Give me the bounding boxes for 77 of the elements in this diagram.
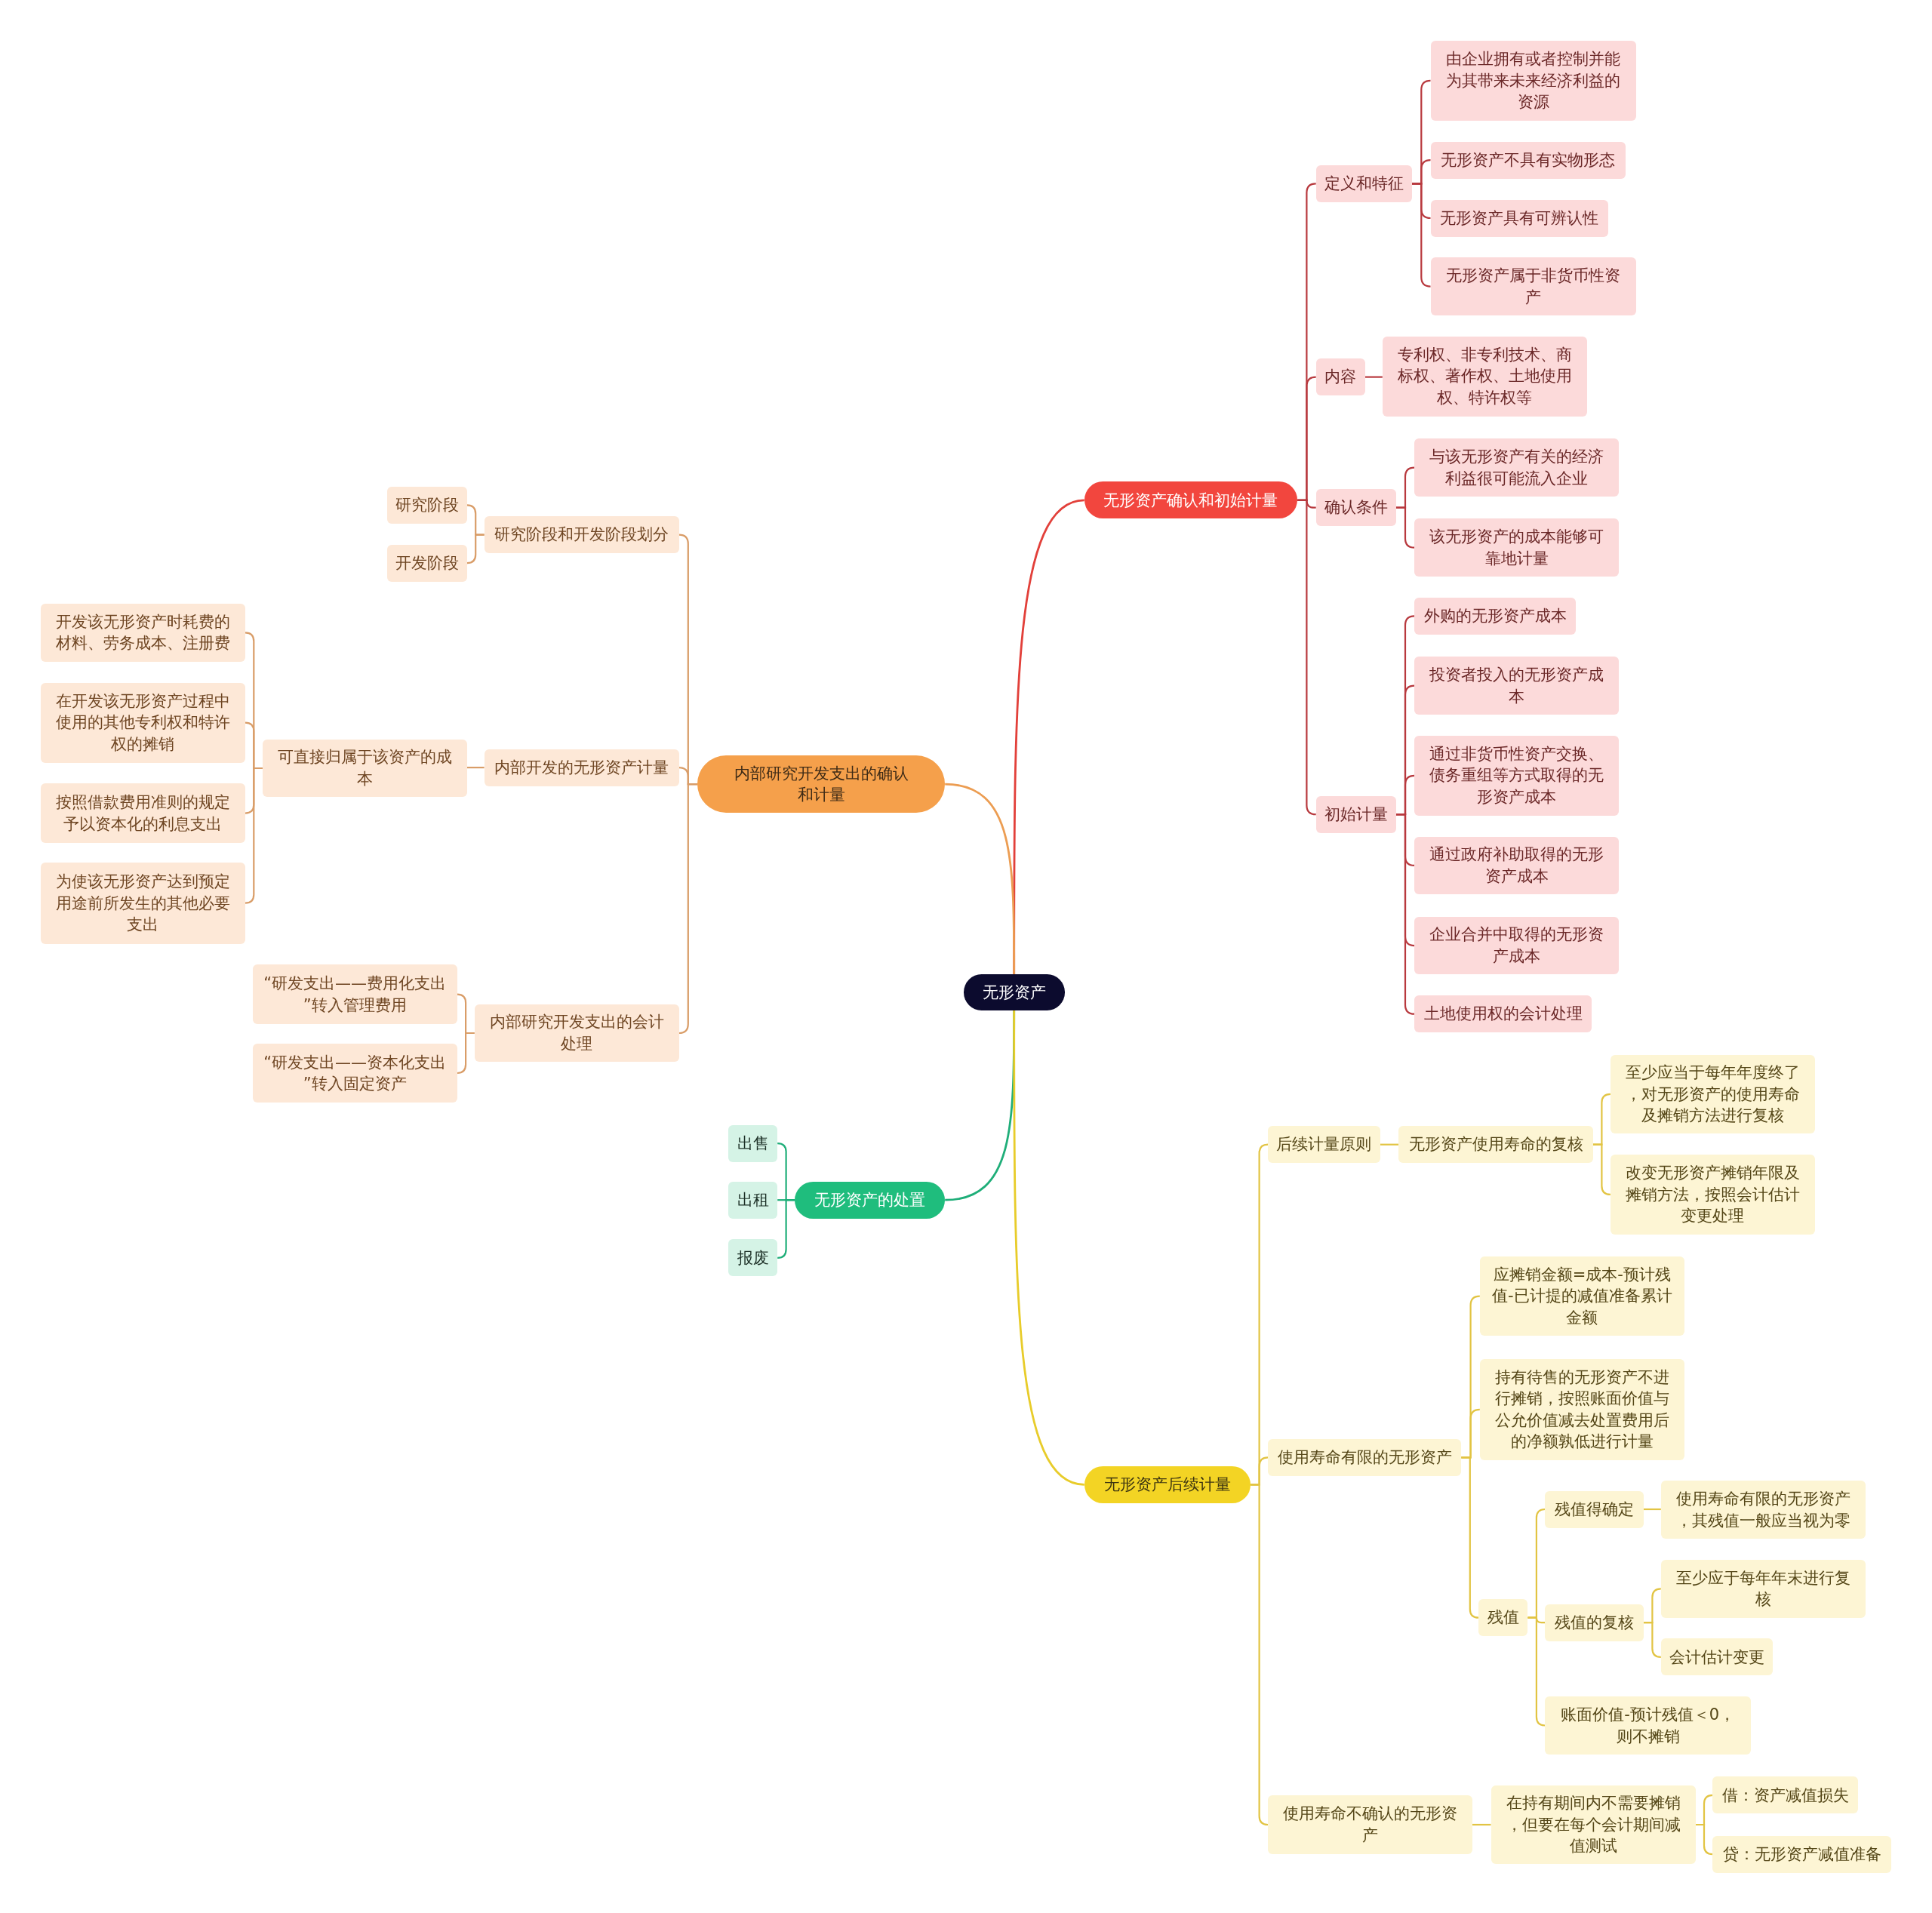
- connector-line: [1013, 1010, 1085, 1486]
- subtopic-box: 定义和特征: [1315, 165, 1412, 202]
- subtopic-box: 残值的复核: [1545, 1604, 1644, 1641]
- connector-line: [777, 1199, 795, 1259]
- subtopic-box: “研发支出——费用化支出”转入管理费用: [252, 964, 457, 1024]
- subtopic-box: 通过政府补助取得的无形资产成本: [1414, 836, 1620, 895]
- subtopic-box: 账面价值-预计残值＜0，则不摊销: [1545, 1696, 1751, 1755]
- subtopic-box: 无形资产使用寿命的复核: [1398, 1126, 1594, 1164]
- subtopic-box: 贷：无形资产减值准备: [1712, 1835, 1892, 1873]
- subtopic-box: 可直接归属于该资产的成本: [262, 739, 467, 798]
- connector-line: [1297, 499, 1317, 816]
- connector-line: [678, 783, 698, 1035]
- subtopic-box: 研究阶段: [386, 486, 467, 524]
- subtopic-box: 专利权、非专利技术、商标权、著作权、土地使用权、特许权等: [1382, 336, 1587, 417]
- connector-line: [1461, 1456, 1480, 1619]
- subtopic-box: 出租: [728, 1181, 778, 1219]
- subtopic-box: 在持有期间内不需要摊销，但要在每个会计期间减值测试: [1491, 1785, 1696, 1865]
- subtopic-box: 无形资产属于非货币性资产: [1430, 257, 1637, 315]
- subtopic-box: 后续计量原则: [1268, 1126, 1380, 1164]
- connector-line: [1644, 1508, 1661, 1511]
- subtopic-box: 研究阶段和开发阶段划分: [484, 516, 679, 554]
- subtopic-box: 使用寿命不确认的无形资产: [1268, 1795, 1472, 1855]
- subtopic-box: 改变无形资产摊销年限及摊销方法，按照会计估计变更处理: [1610, 1154, 1815, 1235]
- subtopic-box: 借：资产减值损失: [1712, 1776, 1859, 1814]
- subtopic-box: 在开发该无形资产过程中使用的其他专利权和特许权的摊销: [40, 682, 245, 763]
- subtopic-box: 持有待售的无形资产不进行摊销，按照账面价值与公允价值减去处置费用后的净额孰低进行计量: [1479, 1358, 1684, 1460]
- subtopic-box: 该无形资产的成本能够可靠地计量: [1414, 518, 1620, 577]
- connector-line: [1395, 506, 1416, 549]
- subtopic-box: 残值: [1478, 1599, 1528, 1637]
- subtopic-box: 内部研究开发支出的会计处理: [474, 1004, 679, 1063]
- subtopic-box: 初始计量: [1315, 795, 1396, 833]
- connector-line: [466, 767, 485, 769]
- main-topic: 内部研究开发支出的确认和计量: [697, 755, 946, 813]
- connector-line: [1527, 1616, 1546, 1727]
- subtopic-box: 外购的无形资产成本: [1414, 597, 1577, 635]
- subtopic-box: 无形资产具有可辨认性: [1430, 199, 1608, 237]
- subtopic-box: 使用寿命有限的无形资产，其残值一般应当视为零: [1660, 1481, 1866, 1539]
- subtopic-box: 使用寿命有限的无形资产: [1268, 1438, 1462, 1476]
- main-topic: 无形资产的处置: [795, 1181, 946, 1219]
- connector-line: [456, 1032, 475, 1075]
- subtopic-box: 与该无形资产有关的经济利益很可能流入企业: [1414, 438, 1620, 497]
- connector-line: [466, 534, 485, 564]
- subtopic-box: “研发支出——资本化支出”转入固定资产: [252, 1043, 457, 1103]
- connector-line: [244, 767, 263, 904]
- subtopic-box: 至少应于每年年末进行复核: [1660, 1559, 1866, 1618]
- subtopic-box: 由企业拥有或者控制并能为其带来未来经济利益的资源: [1430, 40, 1637, 121]
- subtopic-box: 企业合并中取得的无形资产成本: [1414, 916, 1620, 975]
- connector-line: [1365, 376, 1383, 378]
- subtopic-box: 通过非货币性资产交换、债务重组等方式取得的无形资产成本: [1414, 735, 1620, 816]
- connector-line: [1251, 1484, 1269, 1826]
- main-topic: 无形资产后续计量: [1084, 1466, 1251, 1503]
- connector-line: [1380, 1143, 1399, 1146]
- main-topic: 无形资产确认和初始计量: [1084, 481, 1298, 519]
- subtopic-box: 按照借款费用准则的规定予以资本化的利息支出: [40, 783, 245, 843]
- subtopic-box: 会计估计变更: [1660, 1638, 1774, 1676]
- connector-line: [1593, 1143, 1611, 1195]
- subtopic-box: 投资者投入的无形资产成本: [1414, 657, 1620, 715]
- subtopic-box: 土地使用权的会计处理: [1414, 995, 1592, 1033]
- subtopic-box: 应摊销金额=成本-预计残值-已计提的减值准备累计金额: [1479, 1256, 1684, 1336]
- connector-line: [945, 783, 1016, 975]
- connector-line: [1412, 183, 1432, 288]
- subtopic-box: 开发该无形资产时耗费的材料、劳务成本、注册费: [40, 604, 245, 662]
- connector-line: [1395, 813, 1416, 1015]
- subtopic-box: 为使该无形资产达到预定用途前所发生的其他必要支出: [40, 862, 245, 944]
- subtopic-box: 确认条件: [1315, 489, 1396, 527]
- subtopic-box: 内部开发的无形资产计量: [484, 749, 679, 786]
- subtopic-box: 残值得确定: [1545, 1490, 1644, 1528]
- subtopic-box: 内容: [1315, 358, 1365, 396]
- connector-line: [1644, 1622, 1662, 1658]
- subtopic-box: 报废: [728, 1239, 778, 1277]
- subtopic-box: 至少应当于每年年度终了，对无形资产的使用寿命及摊销方法进行复核: [1610, 1054, 1815, 1134]
- connector-line: [1695, 1823, 1714, 1856]
- connector-line: [1472, 1823, 1491, 1826]
- subtopic-box: 出售: [728, 1124, 778, 1162]
- subtopic-box: 无形资产不具有实物形态: [1430, 141, 1626, 179]
- subtopic-box: 开发阶段: [386, 544, 467, 582]
- central-topic: 无形资产: [963, 974, 1065, 1010]
